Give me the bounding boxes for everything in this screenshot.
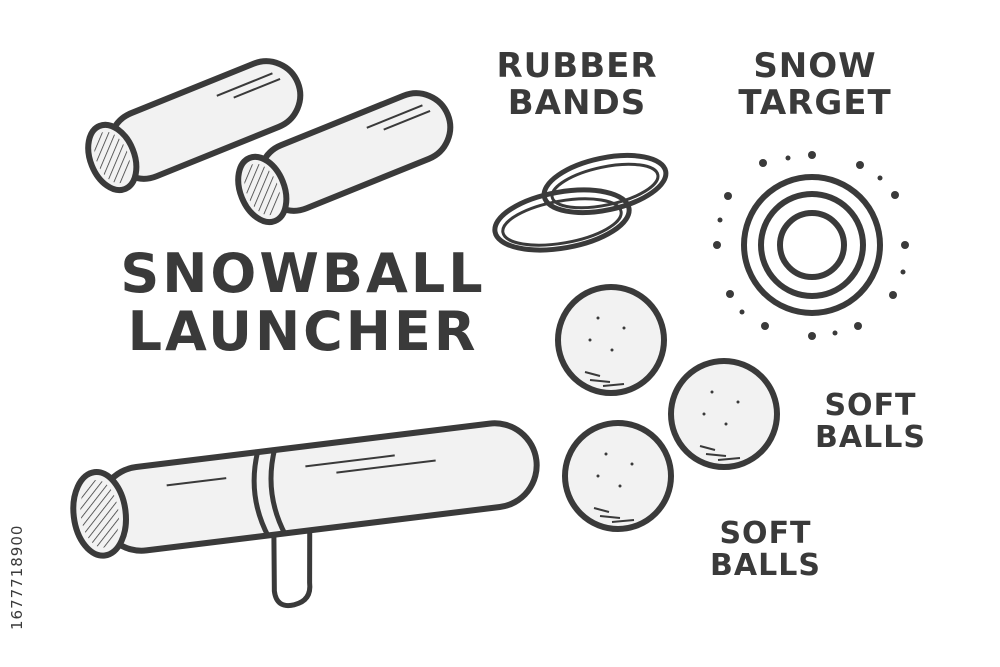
stock-image-id: 1677718900 <box>8 524 26 630</box>
snow-target-line-1: SNOW <box>753 46 877 86</box>
cardboard-tube-2 <box>235 90 454 226</box>
soft-ball-2 <box>668 358 780 470</box>
soft-ball-3 <box>562 420 674 532</box>
title-label: SNOWBALL LAUNCHER <box>118 242 488 364</box>
rubber-bands-line-1: RUBBER <box>496 46 658 86</box>
title-line-2: LAUNCHER <box>127 300 479 364</box>
snow-target-line-2: TARGET <box>738 82 892 123</box>
rubber-bands-drawing <box>492 152 669 253</box>
cardboard-tube-1 <box>85 58 304 194</box>
soft-balls-bottom-line-1: SOFT <box>719 516 812 551</box>
soft-balls-bottom-line-2: BALLS <box>710 548 821 584</box>
snow-dots <box>713 151 909 340</box>
snow-target-label: SNOW TARGET <box>725 48 905 121</box>
launcher-tube <box>70 420 540 608</box>
soft-balls-bottom-label: SOFT BALLS <box>698 516 833 584</box>
soft-balls-right-line-1: SOFT <box>824 388 917 423</box>
soft-balls-right-line-2: BALLS <box>815 420 926 456</box>
title-line-1: SNOWBALL <box>120 242 486 305</box>
rubber-bands-line-2: BANDS <box>507 82 647 123</box>
snow-target-drawing <box>713 151 909 340</box>
soft-balls-right-label: SOFT BALLS <box>808 388 933 456</box>
soft-ball-1 <box>555 284 667 396</box>
rubber-bands-label: RUBBER BANDS <box>492 48 662 121</box>
